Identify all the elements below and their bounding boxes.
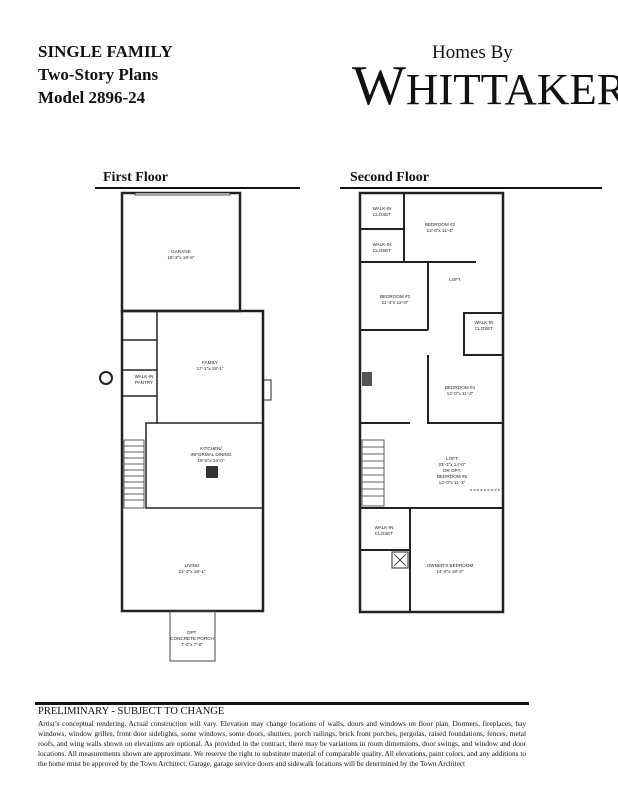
room-label-loft: LOFT bbox=[446, 456, 458, 461]
logo-wordmark: WHITTAKER bbox=[352, 54, 618, 118]
room-label-porch-2: CONCRETE PORCH bbox=[170, 636, 214, 641]
shower-icon bbox=[391, 551, 409, 569]
second-floor-labels: WALK-IN CLOSET WALK-IN CLOSET BEDROOM #2… bbox=[373, 206, 494, 574]
room-size-bedroom3: 11'-4"x 12'-0" bbox=[382, 300, 409, 305]
room-size-family: 17'-1"x 18'-1" bbox=[197, 366, 224, 371]
ac-unit-icon bbox=[99, 371, 113, 385]
tub-icon bbox=[362, 372, 372, 386]
room-label-closet2: WALK-IN bbox=[373, 242, 392, 247]
room-label-owners: OWNER'S BEDROOM bbox=[427, 563, 474, 568]
room-label-bedroom5: BEDROOM #5 bbox=[437, 474, 468, 479]
header-line3: Model 2896-24 bbox=[38, 88, 146, 107]
logo-tagline: Homes By bbox=[432, 42, 513, 63]
room-size-garage: 19'-3"x 19'-8" bbox=[168, 255, 195, 260]
room-size-owners: 14'-9"x 18'-3" bbox=[437, 569, 464, 574]
room-size-kitchen: 19'-5"x 14'-0" bbox=[198, 458, 225, 463]
plan-header: SINGLE FAMILY Two-Story Plans Model 2896… bbox=[38, 40, 173, 109]
second-floor-title: Second Floor bbox=[350, 170, 429, 185]
room-label-bedroom2: BEDROOM #2 bbox=[425, 222, 456, 227]
room-label-loft-upper: LOFT bbox=[449, 277, 461, 282]
room-size-bedroom4: 12'-0"x 11'-3" bbox=[447, 391, 474, 396]
room-size-bedroom2: 12'-0"x 11'-4" bbox=[427, 228, 454, 233]
room-label-bedroom3: BEDROOM #3 bbox=[380, 294, 411, 299]
room-label-pantry: WALK-IN bbox=[135, 374, 154, 379]
room-label-closet2-2: CLOSET bbox=[373, 248, 392, 253]
range-icon bbox=[206, 466, 218, 478]
header-line2: Two-Story Plans bbox=[38, 65, 159, 84]
first-floor-labels: GARAGE 19'-3"x 19'-8" FAMILY 17'-1"x 18'… bbox=[135, 249, 232, 647]
room-label-kitchen-2: INFORMAL DINING bbox=[191, 452, 232, 457]
room-label-pantry-2: PANTRY bbox=[135, 380, 153, 385]
room-size-bedroom5: 12'-0"x 11'-3" bbox=[439, 480, 466, 485]
room-label-closet1-2: CLOSET bbox=[373, 212, 392, 217]
room-label-loft-opt: OR OPT. bbox=[443, 468, 461, 473]
room-size-loft: 23'-3"x 14'-0" bbox=[439, 462, 466, 467]
room-label-closet1: WALK-IN bbox=[373, 206, 392, 211]
second-floor-rule bbox=[340, 187, 602, 189]
room-label-family: FAMILY bbox=[202, 360, 218, 365]
logo-initial: W bbox=[352, 55, 406, 117]
first-floor-title: First Floor bbox=[103, 170, 168, 185]
room-size-porch: 7'-0"x 7'-0" bbox=[181, 642, 203, 647]
floor-plans: GARAGE 19'-3"x 19'-8" FAMILY 17'-1"x 18'… bbox=[99, 191, 505, 662]
footer-rule bbox=[35, 702, 529, 705]
room-label-living: LIVING bbox=[184, 563, 199, 568]
room-label-bedroom4: BEDROOM #4 bbox=[445, 385, 476, 390]
porch-outline bbox=[169, 610, 216, 662]
room-label-closet4: WALK-IN bbox=[375, 525, 394, 530]
shower-x-icon-2 bbox=[393, 553, 407, 567]
stairs-second bbox=[361, 439, 385, 507]
room-label-closet3: WALK-IN bbox=[475, 320, 494, 325]
footer-heading: PRELIMINARY - SUBJECT TO CHANGE bbox=[38, 706, 225, 717]
garage-door bbox=[134, 192, 231, 196]
second-floor-walls bbox=[358, 191, 505, 614]
fireplace-icon bbox=[262, 379, 272, 401]
first-floor-rule bbox=[95, 187, 300, 189]
room-label-closet3-2: CLOSET bbox=[475, 326, 494, 331]
room-label-closet4-2: CLOSET bbox=[375, 531, 394, 536]
room-label-porch: OPT. bbox=[187, 630, 197, 635]
footer-disclaimer: Artist’s conceptual rendering. Actual co… bbox=[38, 719, 526, 768]
room-size-living: 23'-3"x 18'-1" bbox=[179, 569, 206, 574]
stairs-first bbox=[123, 439, 145, 509]
room-label-kitchen: KITCHEN/ bbox=[200, 446, 222, 451]
room-label-garage: GARAGE bbox=[171, 249, 191, 254]
header-line1: SINGLE FAMILY bbox=[38, 42, 173, 61]
logo-rest: HITTAKER bbox=[405, 65, 618, 114]
